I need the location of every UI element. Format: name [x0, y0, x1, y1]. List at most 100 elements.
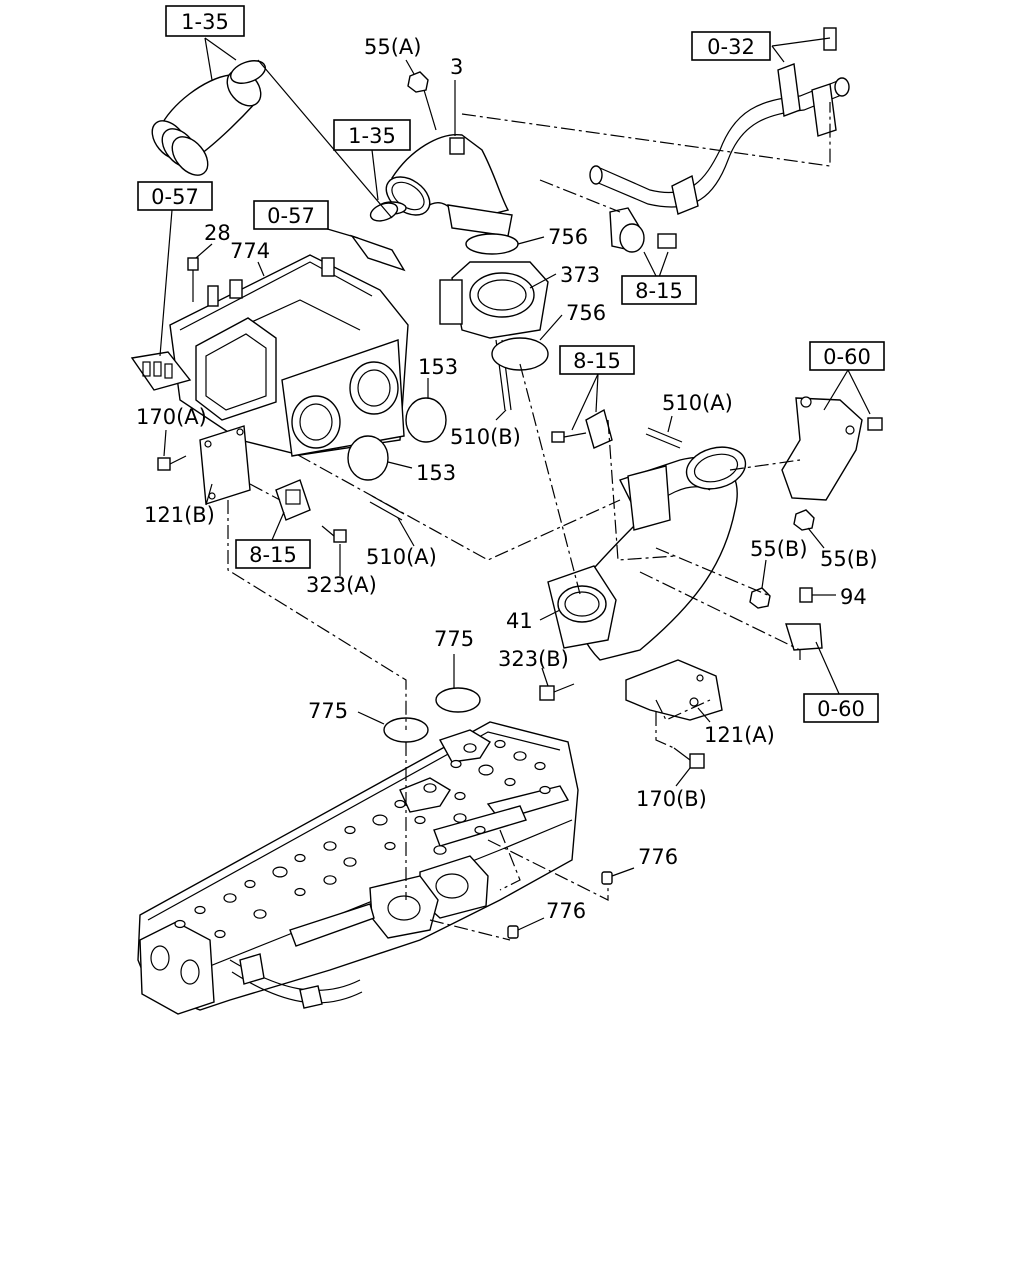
small-gasket-0-57 [350, 234, 406, 272]
intake-hose [151, 60, 266, 176]
head-hole [450, 759, 462, 769]
clamp-8-15-top [609, 207, 677, 253]
head-hole [294, 887, 306, 897]
head-hole [174, 919, 186, 929]
head-hole [244, 879, 256, 889]
head-hole [453, 813, 467, 823]
ref-label: 1-35 [348, 124, 396, 148]
head-hole [454, 791, 466, 801]
dowel-776-lower [507, 925, 519, 939]
nut-55b-2 [749, 587, 771, 609]
ref-box-1-35-top: 1-35 [165, 5, 245, 37]
throttle-body [439, 261, 549, 411]
assembly-lines [227, 102, 831, 941]
head-hole [539, 785, 551, 795]
bolt-323b [539, 683, 575, 701]
bolt-170b [673, 747, 705, 769]
gasket-756-upper [465, 233, 519, 255]
label-510a-lower: 510(A) [366, 545, 437, 569]
sensor-94 [785, 587, 826, 660]
leader-lines [159, 37, 871, 931]
ref-box-0-57-left: 0-57 [137, 181, 213, 211]
head-hole [214, 929, 226, 939]
head-hole [343, 857, 357, 867]
intake-elbow [377, 134, 513, 237]
head-hole [344, 825, 356, 835]
label-323b: 323(B) [498, 647, 569, 671]
label-153-upper: 153 [418, 355, 458, 379]
ref-box-0-32: 0-32 [691, 31, 771, 61]
head-hole [272, 866, 288, 878]
ref-box-1-35-mid: 1-35 [333, 119, 411, 151]
label-28: 28 [204, 221, 231, 245]
label-55b-right: 55(B) [820, 547, 878, 571]
head-hole [223, 893, 237, 903]
cylinder-head-holes [174, 739, 551, 939]
cylinder-head [137, 721, 579, 1015]
head-hole [294, 853, 306, 863]
label-323a: 323(A) [306, 573, 377, 597]
label-170a: 170(A) [136, 405, 207, 429]
bracket-8-15-middle [551, 408, 613, 449]
head-hole [474, 825, 486, 835]
label-94: 94 [840, 585, 867, 609]
nut-55b-1 [793, 509, 815, 531]
ref-label: 0-32 [707, 35, 755, 59]
bracket-0-60-right [781, 396, 883, 501]
label-121a: 121(A) [704, 723, 775, 747]
ref-label: 8-15 [249, 543, 297, 567]
label-775-left: 775 [308, 699, 348, 723]
gasket-756-lower [491, 337, 549, 371]
label-776-lower: 776 [546, 899, 586, 923]
o-ring-153-upper [405, 397, 447, 443]
head-hole [433, 845, 447, 855]
ref-label: 0-57 [151, 185, 199, 209]
label-41: 41 [506, 609, 533, 633]
label-510a-upper: 510(A) [662, 391, 733, 415]
ref-box-8-15-left: 8-15 [235, 539, 311, 569]
o-ring-775-right [435, 687, 481, 713]
nut-55a [407, 71, 429, 93]
head-hole [323, 841, 337, 851]
label-121b: 121(B) [144, 503, 215, 527]
head-hole [414, 815, 426, 825]
head-hole [534, 761, 546, 771]
o-ring-153-lower [347, 435, 389, 481]
label-373: 373 [560, 263, 600, 287]
ref-label: 8-15 [635, 279, 683, 303]
stud-510a-lower [369, 495, 405, 521]
stud-510a-upper [645, 427, 683, 449]
ref-label: 0-60 [817, 697, 865, 721]
ref-label: 8-15 [573, 349, 621, 373]
dowel-776-upper [601, 871, 613, 885]
ref-box-8-15-top: 8-15 [621, 275, 697, 305]
intake-manifold [169, 254, 409, 457]
manifold-gasket-0-57 [130, 351, 192, 391]
head-hole [194, 905, 206, 915]
ref-label: 0-57 [267, 204, 315, 228]
label-55a: 55(A) [364, 35, 421, 59]
head-hole [504, 777, 516, 787]
label-153-lower: 153 [416, 461, 456, 485]
intake-pipe-41 [547, 446, 747, 661]
bolt-170a [157, 455, 187, 471]
label-775-right: 775 [434, 627, 474, 651]
cover-121a [625, 659, 723, 721]
bracket-8-15-left [275, 479, 311, 521]
head-hole [323, 875, 337, 885]
label-3: 3 [450, 55, 463, 79]
label-756-lower: 756 [566, 301, 606, 325]
head-hole [384, 841, 396, 851]
label-776-upper: 776 [638, 845, 678, 869]
head-hole [253, 909, 267, 919]
head-hole [463, 743, 477, 753]
ref-label: 0-60 [823, 345, 871, 369]
label-510b: 510(B) [450, 425, 521, 449]
bolt-323a [321, 525, 347, 543]
head-hole [513, 751, 527, 761]
ref-box-0-60-bottom: 0-60 [803, 693, 879, 723]
ref-box-0-57-mid: 0-57 [253, 200, 329, 230]
label-756-upper: 756 [548, 225, 588, 249]
head-hole [423, 783, 437, 793]
